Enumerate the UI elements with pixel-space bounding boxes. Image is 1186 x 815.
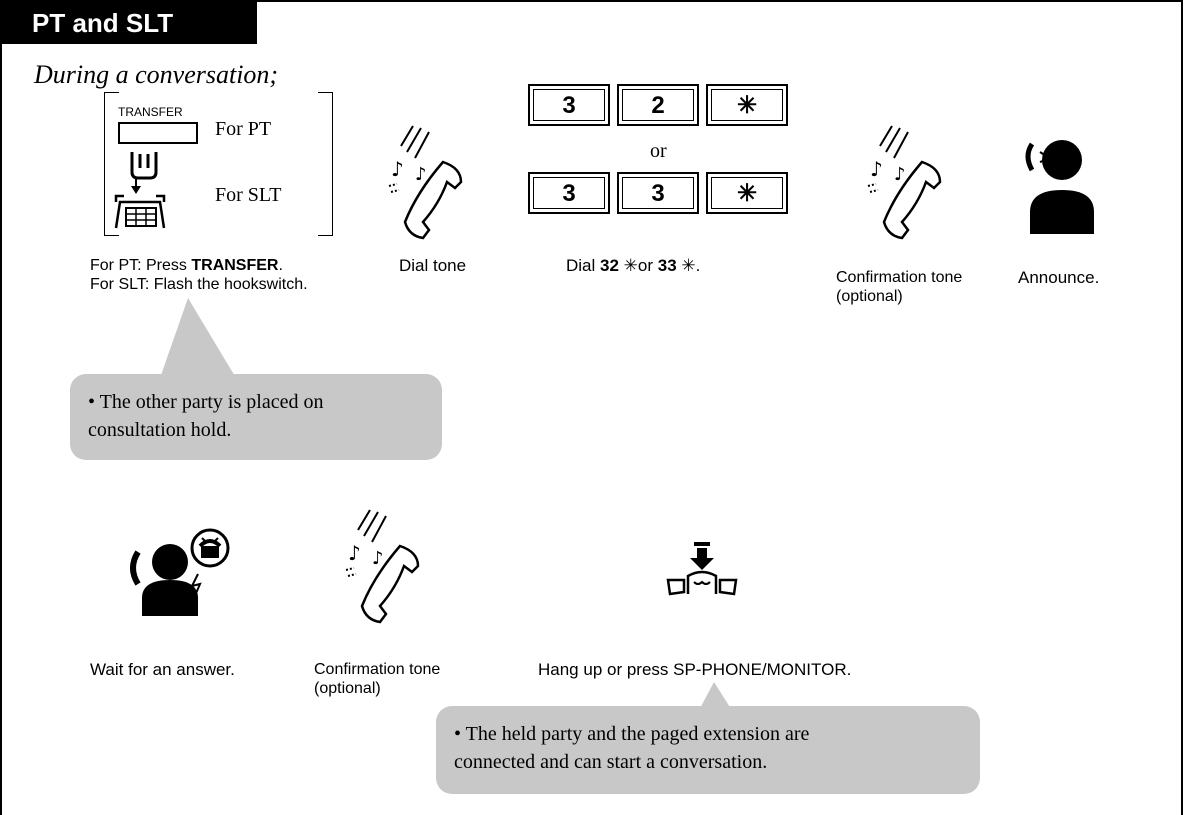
key-3c: 3	[617, 172, 699, 214]
hang-up-icon	[666, 542, 738, 596]
for-slt-label: For SLT	[215, 184, 282, 206]
step1-caption-key: TRANSFER	[191, 257, 279, 274]
svg-text:♪: ♪	[415, 164, 427, 185]
step1-caption-prefix: For PT: Press	[90, 257, 192, 274]
frame-right-border	[1181, 0, 1183, 815]
frame-top-border	[0, 0, 1181, 2]
step1-caption-line2: For SLT: Flash the hookswitch.	[90, 276, 308, 293]
step1-caption-suffix: .	[278, 257, 283, 274]
bubble2-line1: • The held party and the paged extension…	[454, 723, 810, 745]
bubble1-pointer	[160, 298, 236, 378]
svg-text:♪: ♪	[870, 157, 883, 181]
person-waiting-icon	[130, 528, 230, 616]
key-2: 2	[617, 84, 699, 126]
key-3: 3	[528, 84, 610, 126]
handset-ringing-icon: ♪ ♪	[867, 125, 942, 240]
step4-caption-line2: (optional)	[836, 288, 903, 305]
svg-text:♪: ♪	[391, 157, 404, 181]
step3-caption-end: ✳.	[676, 256, 701, 275]
transfer-key-label: TRANSFER	[118, 105, 183, 119]
step7-caption-line2: (optional)	[314, 680, 381, 697]
step3-caption-32: 32	[600, 256, 619, 275]
person-speaking-icon	[1025, 140, 1094, 234]
section-title: PT and SLT	[0, 0, 257, 44]
step1-caption: For PT: Press TRANSFER. For SLT: Flash t…	[90, 256, 308, 294]
bubble1-line1: • The other party is placed on	[88, 391, 324, 413]
bubble1-line2: consultation hold.	[88, 419, 232, 441]
step3-caption-33: 33	[657, 256, 677, 275]
svg-text:♪: ♪	[348, 541, 361, 565]
or-label: or	[650, 140, 667, 162]
step7-caption: Confirmation tone (optional)	[314, 660, 440, 698]
key-star: ✳	[706, 84, 788, 126]
handset-ringing-icon: ♪ ♪	[345, 509, 420, 624]
key-3b: 3	[528, 172, 610, 214]
step4-caption-line1: Confirmation tone	[836, 269, 963, 286]
frame-left-border	[0, 0, 2, 815]
step2-caption: Dial tone	[399, 256, 467, 275]
intro-text: During a conversation;	[34, 60, 279, 89]
key-star-b: ✳	[706, 172, 788, 214]
svg-text:♪: ♪	[372, 548, 384, 569]
handset-ringing-icon: ♪ ♪	[388, 125, 463, 240]
step5-caption: Announce.	[1018, 268, 1100, 287]
bracket-left	[104, 92, 119, 236]
step3-caption: Dial 32 ✳or 33 ✳.	[566, 256, 700, 275]
bracket-right	[318, 92, 333, 236]
bubble2-note: • The held party and the paged extension…	[436, 706, 980, 794]
transfer-key-icon	[118, 122, 198, 144]
hookswitch-flash-icon	[114, 152, 166, 229]
step7-caption-line1: Confirmation tone	[314, 661, 441, 678]
bubble1-note: • The other party is placed on consultat…	[70, 374, 442, 460]
for-pt-label: For PT	[215, 118, 272, 140]
svg-text:♪: ♪	[894, 164, 906, 185]
step6-caption: Wait for an answer.	[90, 660, 235, 679]
bubble2-line2: connected and can start a conversation.	[454, 751, 768, 773]
step3-caption-prefix: Dial	[566, 256, 601, 275]
step4-caption: Confirmation tone (optional)	[836, 268, 962, 306]
step3-caption-mid: ✳or	[618, 256, 658, 275]
step8-caption: Hang up or press SP-PHONE/MONITOR.	[538, 660, 852, 679]
